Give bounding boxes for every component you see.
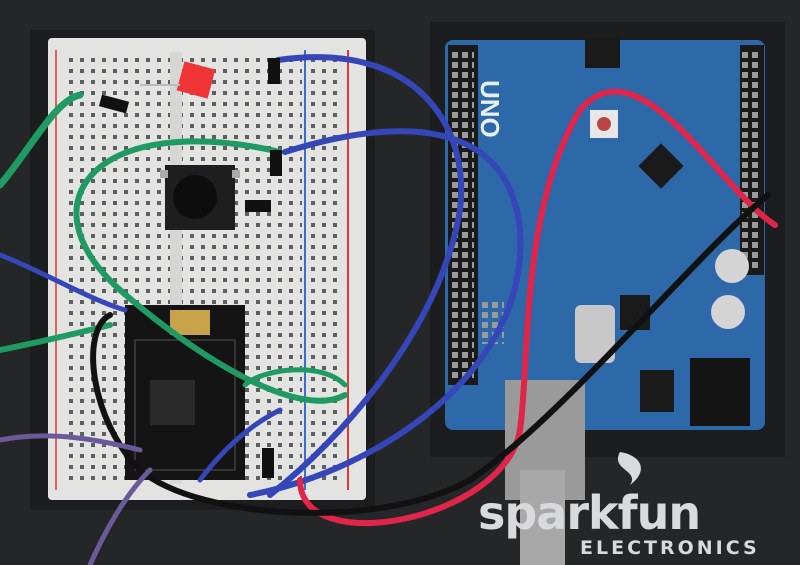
sparkfun-logo-tagline: ELECTRONICS — [580, 537, 760, 559]
radio-module — [125, 305, 245, 480]
board-model-label: UNO — [475, 80, 505, 138]
arduino-uno-board — [445, 38, 765, 565]
red-led — [140, 61, 216, 99]
sparkfun-flame-logo — [617, 452, 641, 485]
wire-connectors — [98, 58, 282, 478]
jumper-wires — [0, 54, 778, 565]
sparkfun-logo-text: sparkfun — [478, 486, 701, 540]
pushbutton — [160, 165, 240, 230]
